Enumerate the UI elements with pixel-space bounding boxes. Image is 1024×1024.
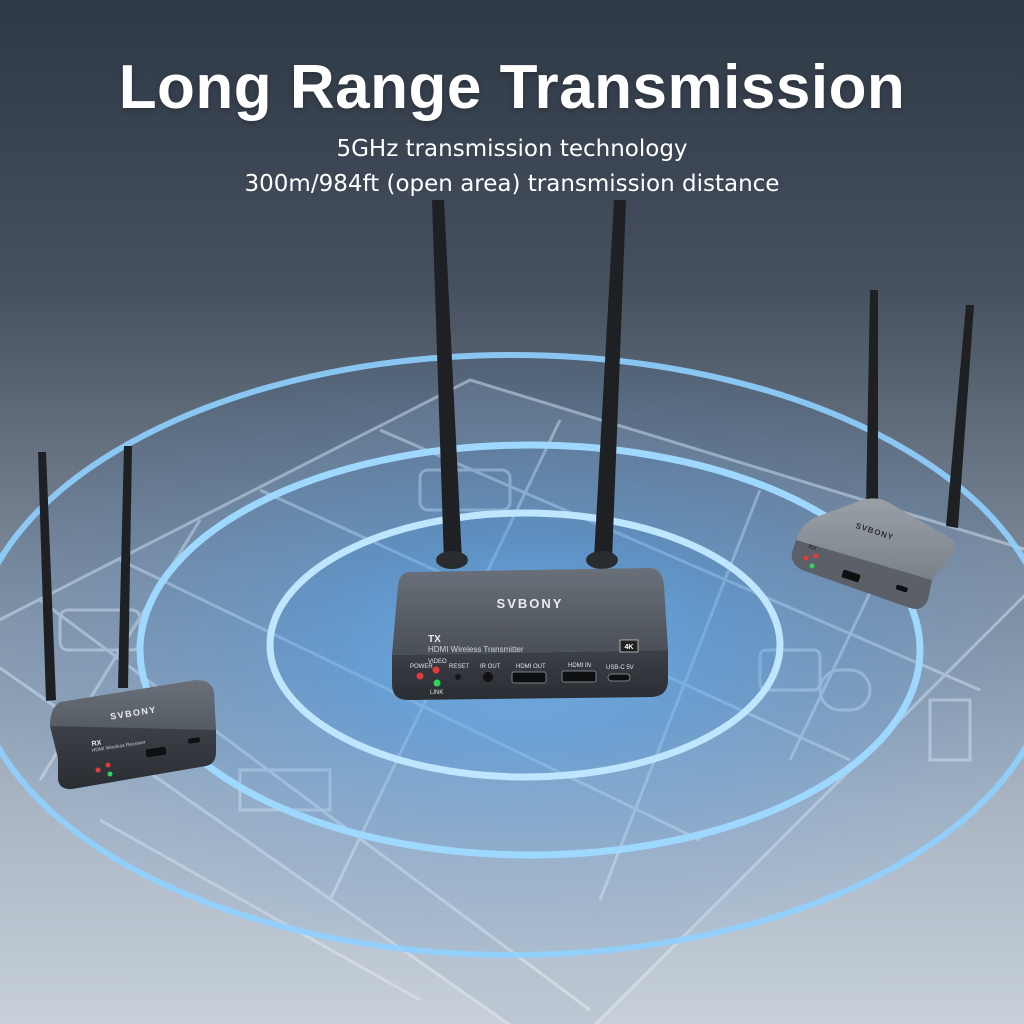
transmitter-brand: SVBONY [497, 596, 564, 611]
hdmi-port [145, 746, 167, 758]
antenna-right [594, 200, 626, 560]
antenna-left [38, 452, 56, 701]
usb-port [895, 584, 908, 593]
usb-c-label: USB-C 5V [606, 665, 634, 671]
video-label: VIDEO [428, 659, 447, 665]
headline: Long Range Transmission [118, 53, 906, 122]
led [107, 771, 113, 777]
reset-label: RESET [449, 664, 469, 670]
hdmi-in-port [561, 670, 597, 683]
transmitter-description: HDMI Wireless Transmitter [428, 645, 524, 654]
led [95, 767, 101, 773]
hdmi-out-label: HDMI OUT [516, 664, 546, 670]
antenna-left [866, 290, 878, 508]
usb-port [188, 737, 201, 744]
ir-out-label: IR OUT [480, 664, 501, 670]
led [809, 563, 815, 569]
receiver-right-device: SVBONY RX [791, 290, 974, 609]
led [803, 555, 809, 561]
hdmi-port [841, 569, 861, 583]
power-label: POWER [410, 664, 433, 670]
power-led [416, 672, 424, 680]
subheading-distance: 300m/984ft (open area) transmission dist… [244, 171, 780, 197]
reset-button [455, 674, 461, 680]
led [813, 553, 819, 559]
usb-c-port [607, 673, 631, 682]
antenna-right [118, 446, 132, 688]
resolution-badge: 4K [625, 644, 634, 651]
led [105, 762, 111, 768]
antenna-left [432, 200, 462, 562]
receiver-left-device: SVBONY RX HDMI Wireless Receiver [38, 446, 216, 790]
link-label: LINK [430, 690, 443, 696]
antenna-right [946, 305, 974, 528]
subheading-technology: 5GHz transmission technology [336, 136, 688, 162]
transmitter-model-tag: TX [428, 634, 441, 645]
receiver-right-model-tag: RX [807, 544, 817, 552]
link-led [433, 679, 441, 687]
hdmi-out-port [511, 671, 547, 684]
receiver-left-model-tag: RX [91, 739, 102, 747]
video-led [432, 666, 440, 674]
transmitter-device: SVBONY TX HDMI Wireless Transmitter 4K P… [392, 200, 668, 700]
hdmi-in-label: HDMI IN [568, 663, 591, 669]
ir-out-port [483, 672, 493, 682]
